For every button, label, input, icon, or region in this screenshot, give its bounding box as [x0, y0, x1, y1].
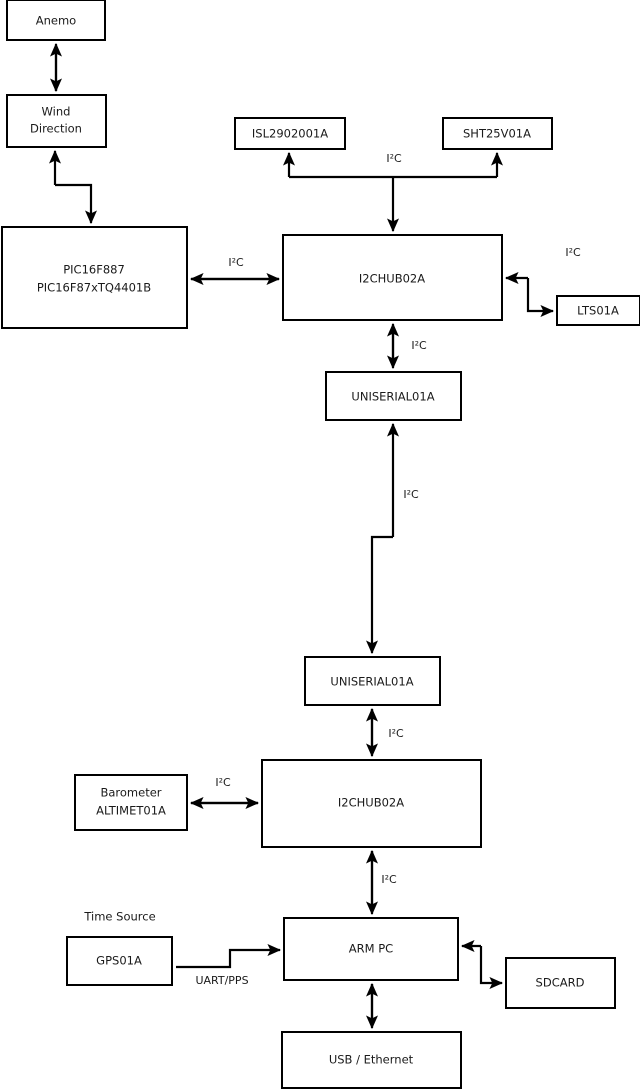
- edge-label-gps-armpc: UART/PPS: [195, 974, 248, 987]
- node-arm-pc-label: ARM PC: [349, 942, 393, 956]
- node-sdcard-label: SDCARD: [536, 976, 585, 990]
- edge-label-uniserial2-hubbottom: I²C: [388, 727, 404, 740]
- edge-label-barometer-hubbottom: I²C: [215, 776, 231, 789]
- connector-hub-lts: [526, 278, 555, 318]
- node-pic-mcu[interactable]: PIC16F887 PIC16F87xTQ4401B: [1, 226, 188, 329]
- edge-label-layer: I²C I²C I²C I²C I²C I²C I²C I²C UART/PPS: [195, 152, 581, 987]
- node-uniserial01a-lower[interactable]: UNISERIAL01A: [304, 656, 441, 706]
- node-i2chub02a-top[interactable]: I2CHUB02A: [282, 234, 503, 321]
- node-isl2902001a[interactable]: ISL2902001A: [234, 117, 346, 150]
- edge-label-hub-lts: I²C: [565, 246, 581, 259]
- edge-label-hubbottom-armpc: I²C: [381, 873, 397, 886]
- node-lts01a[interactable]: LTS01A: [556, 295, 640, 326]
- node-sht25v01a-label: SHT25V01A: [463, 127, 531, 141]
- edge-label-pic-hub: I²C: [228, 256, 244, 269]
- node-arm-pc[interactable]: ARM PC: [283, 917, 459, 981]
- node-sdcard[interactable]: SDCARD: [505, 957, 616, 1009]
- connector-layer: [48, 42, 555, 1030]
- node-anemo[interactable]: Anemo: [6, 0, 106, 41]
- edge-label-uniserial1-uniserial2: I²C: [403, 488, 419, 501]
- node-i2chub02a-top-label: I2CHUB02A: [359, 272, 425, 286]
- node-usb-ethernet-label: USB / Ethernet: [329, 1053, 414, 1067]
- node-barometer-label-line1: Barometer: [100, 786, 161, 800]
- connector-wind-pic-down: [55, 183, 98, 225]
- node-usb-ethernet[interactable]: USB / Ethernet: [281, 1031, 462, 1089]
- node-i2chub02a-bottom[interactable]: I2CHUB02A: [261, 759, 482, 848]
- connector-uniserial1-uniserial2-down: [365, 535, 393, 655]
- node-wind-direction-label-line1: Wind: [42, 105, 71, 119]
- edge-label-hub-sensors-bus: I²C: [386, 152, 402, 165]
- node-barometer-label-line2: ALTIMET01A: [96, 804, 166, 818]
- edge-label-hub-uniserial1: I²C: [411, 339, 427, 352]
- connector-armpc-sdcard: [479, 946, 504, 990]
- node-wind-direction[interactable]: Wind Direction: [6, 94, 107, 148]
- free-label-layer: Time Source: [83, 910, 155, 924]
- node-uniserial01a-lower-label: UNISERIAL01A: [330, 675, 413, 689]
- node-pic-mcu-label-line2: PIC16F87xTQ4401B: [37, 281, 151, 295]
- node-uniserial01a-upper-label: UNISERIAL01A: [351, 390, 434, 404]
- node-gps01a-label: GPS01A: [96, 954, 142, 968]
- node-barometer[interactable]: Barometer ALTIMET01A: [74, 774, 188, 831]
- connector-gps-armpc: [176, 943, 282, 969]
- node-lts01a-label: LTS01A: [577, 304, 619, 318]
- node-sht25v01a[interactable]: SHT25V01A: [442, 117, 553, 150]
- node-anemo-label: Anemo: [36, 14, 76, 28]
- node-wind-direction-label-line2: Direction: [30, 122, 82, 136]
- node-pic-mcu-label-line1: PIC16F887: [63, 263, 125, 277]
- node-uniserial01a-upper[interactable]: UNISERIAL01A: [325, 371, 462, 421]
- node-isl2902001a-label: ISL2902001A: [252, 127, 328, 141]
- label-time-source: Time Source: [83, 910, 155, 924]
- node-gps01a[interactable]: GPS01A: [66, 936, 173, 986]
- node-i2chub02a-bottom-label: I2CHUB02A: [338, 796, 404, 810]
